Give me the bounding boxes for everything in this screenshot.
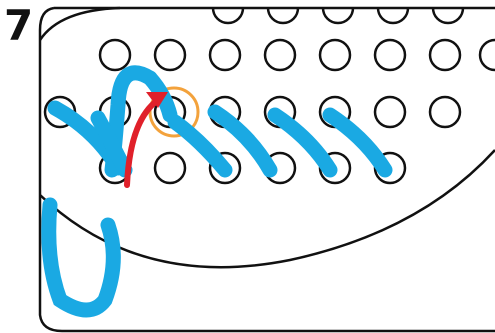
eyelet-row-1 xyxy=(98,38,495,72)
eyelet-row-3 xyxy=(98,151,407,185)
eyelet-row-top-partial xyxy=(211,7,465,25)
lace-cross-up xyxy=(90,110,133,178)
shoe-panel-outline xyxy=(38,6,495,333)
lace-diagonal-4 xyxy=(322,107,393,178)
lace-strands xyxy=(41,65,393,318)
lace-loop-left xyxy=(41,197,121,318)
tongue-edge xyxy=(38,6,121,41)
lace-diagonal-5 xyxy=(167,114,233,178)
direction-arrow xyxy=(124,92,168,188)
lace-diagonal-3 xyxy=(267,107,338,178)
highlighted-eyelet-ring xyxy=(148,86,200,138)
lace-diagonal-2 xyxy=(207,104,278,178)
step-number: 7 xyxy=(4,1,34,50)
